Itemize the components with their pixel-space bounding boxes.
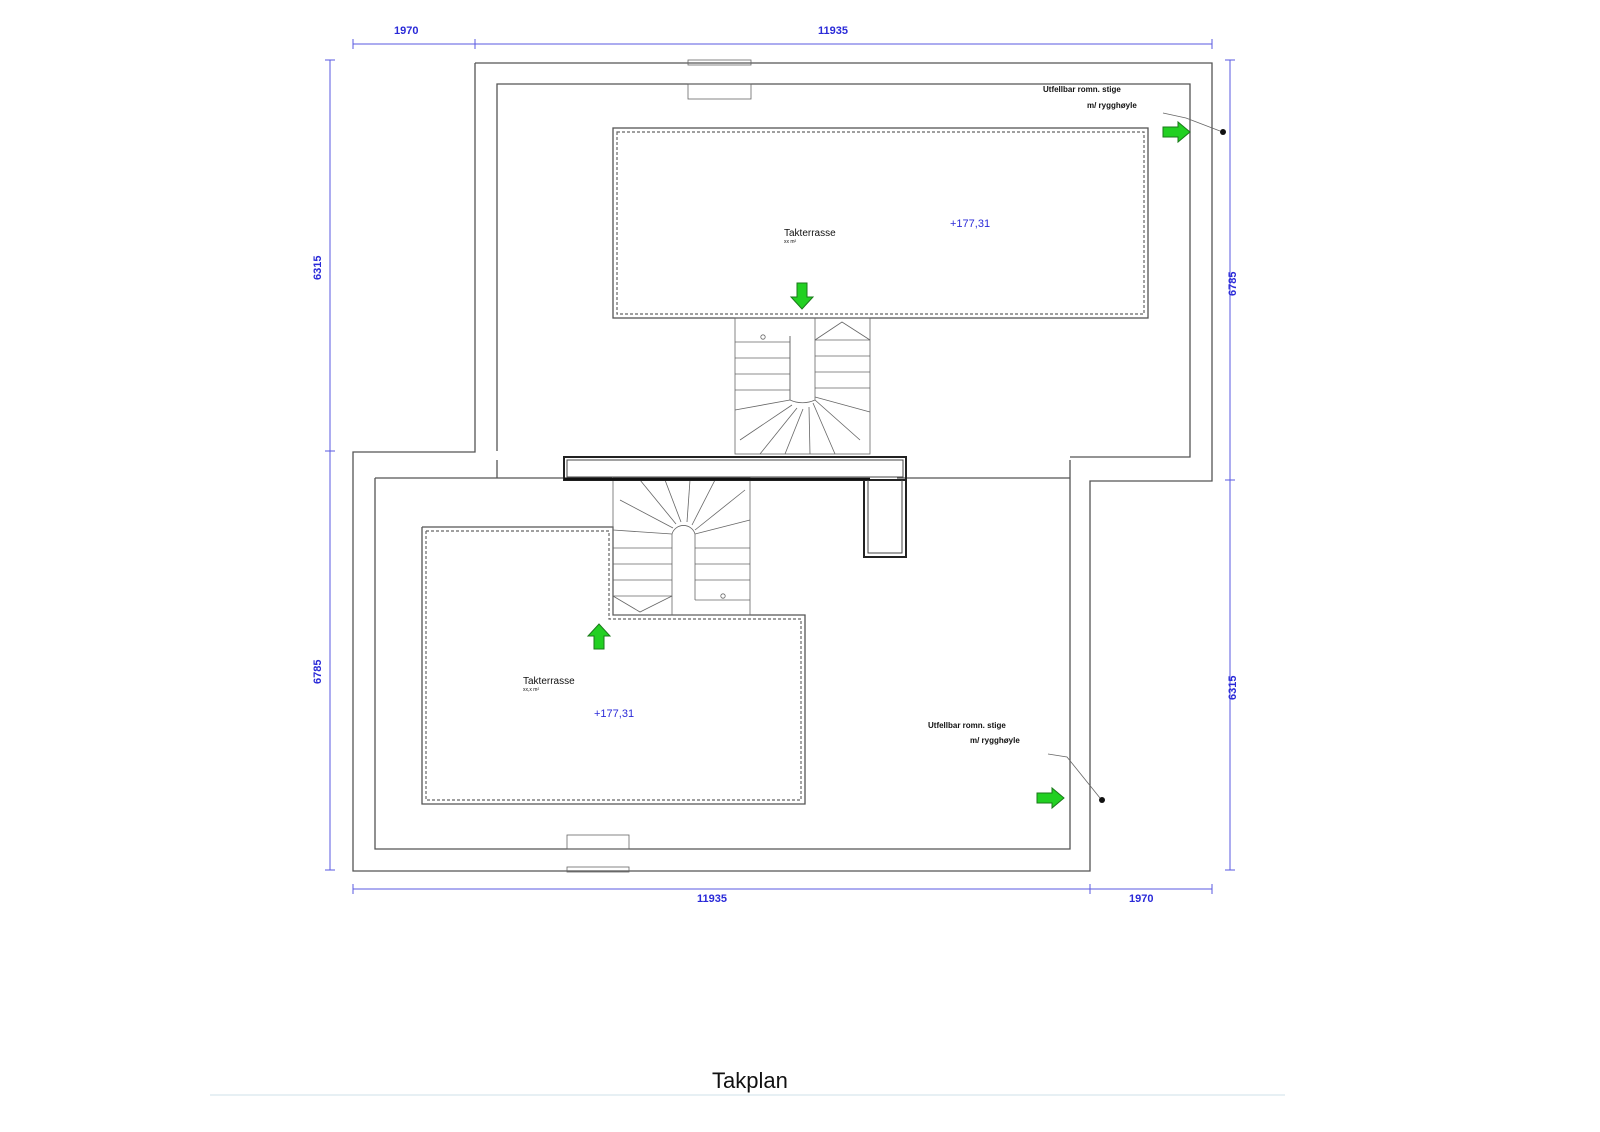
upper-ladder-leader bbox=[1162, 112, 1226, 135]
dim-right-upper: 6785 bbox=[1227, 272, 1239, 296]
upper-terrace-label: Takterrasse bbox=[784, 228, 836, 239]
dim-left-lower: 6785 bbox=[312, 660, 324, 684]
drawing-title: Takplan bbox=[712, 1068, 788, 1093]
dim-bottom-left: 11935 bbox=[697, 893, 727, 905]
lower-ladder-leader bbox=[1047, 753, 1105, 803]
upper-terrace bbox=[612, 127, 1149, 319]
building-outline bbox=[352, 59, 1213, 873]
lower-ladder-note-line1: Utfellbar romn. stige bbox=[928, 721, 1006, 730]
lower-terrace bbox=[421, 526, 806, 805]
upper-ladder-note-line1: Utfellbar romn. stige bbox=[1043, 85, 1121, 94]
arrow-right-icon bbox=[1162, 120, 1191, 144]
central-railing bbox=[563, 456, 907, 558]
dimension-lines bbox=[325, 39, 1235, 894]
upper-terrace-area: xx m² bbox=[784, 239, 797, 245]
upper-ladder-note-line2: m/ rygghøyle bbox=[1087, 101, 1137, 110]
upper-terrace-elevation: +177,31 bbox=[950, 218, 990, 230]
lower-terrace-elevation: +177,31 bbox=[594, 708, 634, 720]
lower-ladder-note-line2: m/ rygghøyle bbox=[970, 736, 1020, 745]
dim-left-upper: 6315 bbox=[312, 256, 324, 280]
dim-right-lower: 6315 bbox=[1227, 676, 1239, 700]
dim-top-left: 1970 bbox=[394, 25, 418, 37]
dim-top-right: 11935 bbox=[818, 25, 848, 37]
arrow-up-icon bbox=[586, 623, 612, 650]
arrow-down-icon bbox=[789, 282, 815, 310]
upper-staircase bbox=[734, 317, 871, 455]
arrow-right-icon bbox=[1036, 786, 1065, 810]
lower-terrace-area: xx,x m² bbox=[523, 687, 539, 693]
lower-terrace-label: Takterrasse bbox=[523, 676, 575, 687]
lower-staircase bbox=[612, 477, 751, 616]
dim-bottom-right: 1970 bbox=[1129, 893, 1153, 905]
